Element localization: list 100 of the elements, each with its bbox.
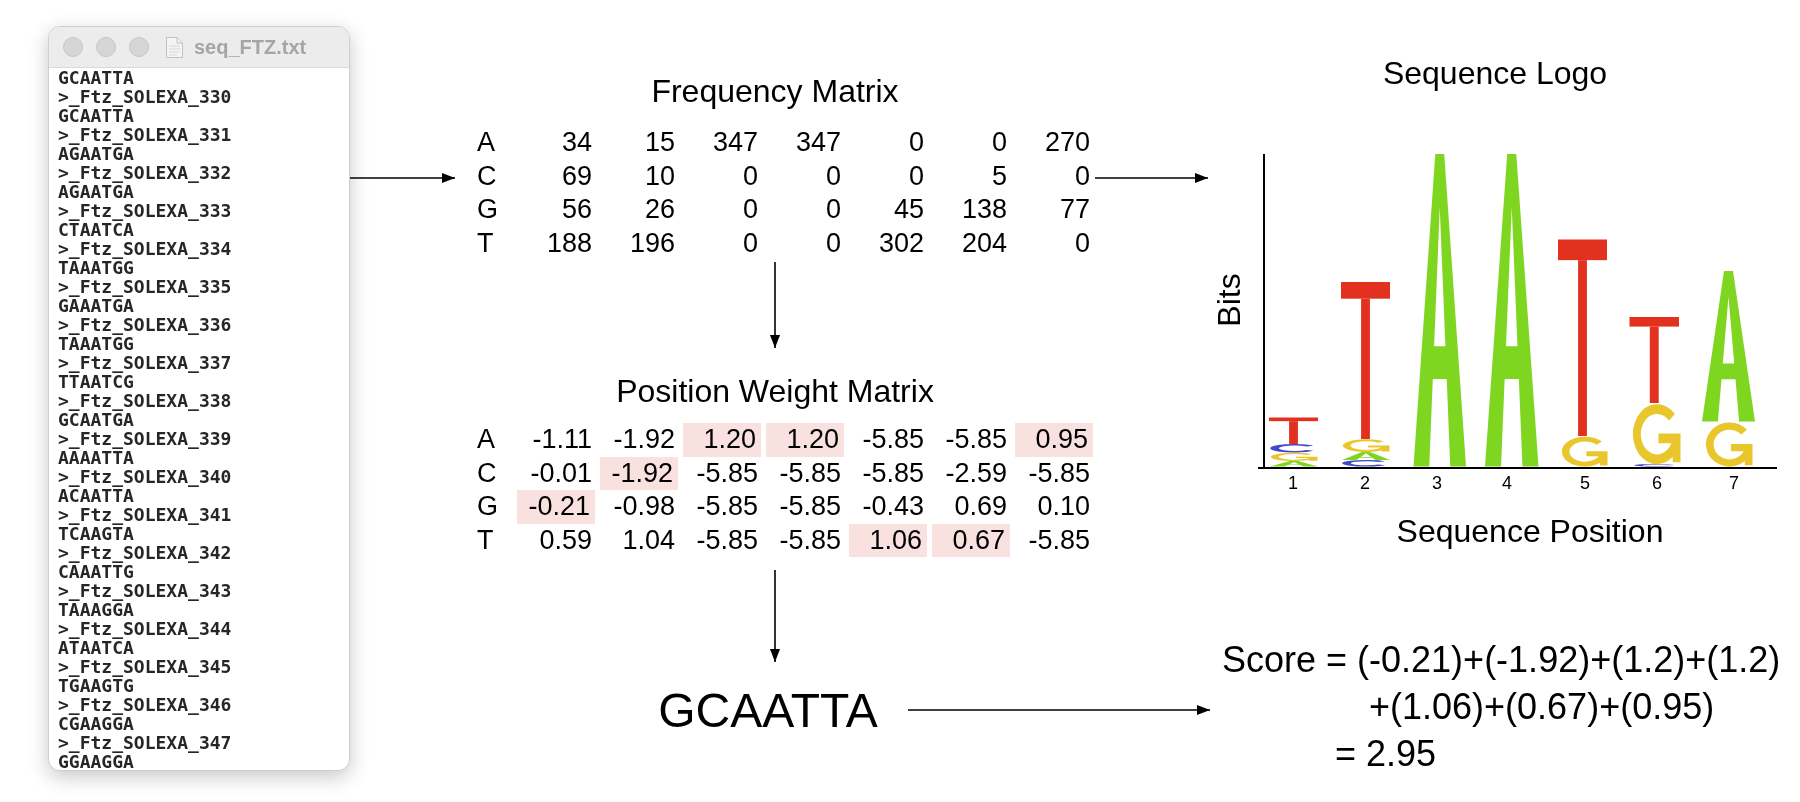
matrix-value: -0.98 (613, 490, 676, 523)
matrix-value: 0.10 (1037, 490, 1091, 523)
file-text-line: GAAATGA (58, 296, 134, 315)
matrix-title: Frequency Matrix (651, 72, 899, 110)
axis-tick-label: 7 (1729, 472, 1739, 494)
base-label: T (477, 523, 494, 557)
matrix-value: -2.59 (945, 456, 1008, 490)
matrix-value: 0.69 (954, 490, 1008, 523)
matrix-value: 15 (644, 126, 676, 159)
file-text-line: GCAATGA (58, 410, 134, 429)
matrix-value: 0 (825, 193, 842, 226)
base-label: C (477, 159, 497, 193)
file-text-line: >_Ftz_SOLEXA_338 (58, 391, 232, 410)
file-text-line: CGAAGGA (58, 714, 134, 733)
file-text-line: >_Ftz_SOLEXA_347 (58, 733, 232, 752)
file-text-line: CTAATCA (58, 220, 134, 239)
base-label: T (477, 226, 494, 260)
file-text-line: TAAATGG (58, 258, 134, 277)
matrix-value: 77 (1059, 193, 1091, 226)
matrix-value: -0.01 (530, 456, 593, 490)
arrow (1094, 173, 1209, 183)
file-text-line: >_Ftz_SOLEXA_336 (58, 315, 232, 334)
matrix-value: 0 (742, 159, 759, 193)
text-file-window (48, 26, 350, 771)
file-text-line: >_Ftz_SOLEXA_334 (58, 239, 232, 258)
matrix-value: -5.85 (696, 490, 759, 523)
base-label: A (477, 126, 495, 159)
arrow (770, 261, 780, 349)
file-text-line: GCAATTA (58, 68, 134, 87)
matrix-value: 0 (991, 126, 1008, 159)
file-text-line: ATAATCA (58, 638, 134, 657)
file-text-line: >_Ftz_SOLEXA_331 (58, 125, 232, 144)
matrix-value: -1.92 (613, 423, 676, 456)
axis-tick-label: 3 (1432, 472, 1442, 494)
file-text-line: >_Ftz_SOLEXA_341 (58, 505, 232, 524)
arrow (907, 705, 1211, 715)
matrix-value: 0 (1074, 159, 1091, 193)
axis-tick-label: 4 (1502, 472, 1512, 494)
matrix-value: 347 (795, 126, 842, 159)
matrix-value: -5.85 (696, 523, 759, 557)
axis-tick-label: 6 (1652, 472, 1662, 494)
matrix-value: 1.04 (622, 523, 676, 557)
matrix-value: -1.11 (532, 423, 593, 456)
file-text-line: AGAATGA (58, 182, 134, 201)
matrix-value: 270 (1044, 126, 1091, 159)
matrix-value: 69 (561, 159, 593, 193)
matrix-title: Position Weight Matrix (616, 372, 934, 410)
matrix-value: 0 (908, 159, 925, 193)
highlighted-cell: -0.21 (517, 490, 595, 524)
matrix-value: -5.85 (779, 490, 842, 523)
matrix-value: -5.85 (779, 456, 842, 490)
matrix-value: 302 (878, 226, 925, 260)
base-label: G (477, 193, 498, 226)
matrix-value: 0 (825, 159, 842, 193)
matrix-value: 34 (561, 126, 593, 159)
highlighted-cell: 0.95 (1015, 423, 1093, 457)
sequence-text: GCAATTA (658, 682, 878, 738)
matrix-value: -0.43 (862, 490, 925, 523)
base-label: G (477, 490, 498, 523)
matrix-value: -5.85 (1028, 523, 1091, 557)
matrix-value: 347 (712, 126, 759, 159)
file-text-line: >_Ftz_SOLEXA_345 (58, 657, 232, 676)
matrix-value: 0 (908, 126, 925, 159)
base-label: C (477, 456, 497, 490)
file-text-line: >_Ftz_SOLEXA_335 (58, 277, 232, 296)
matrix-value: 188 (546, 226, 593, 260)
matrix-value: -5.85 (862, 423, 925, 456)
axis-title: Sequence Position (1396, 512, 1664, 550)
file-text-line: AGAATGA (58, 144, 134, 163)
window-title: seq_FTZ.txt (194, 35, 307, 59)
equation-line: = 2.95 (1335, 732, 1437, 776)
arrow (349, 173, 456, 183)
matrix-value: 10 (644, 159, 676, 193)
matrix-value: 138 (961, 193, 1008, 226)
chart-title: Sequence Logo (1382, 54, 1608, 92)
file-text-line: >_Ftz_SOLEXA_337 (58, 353, 232, 372)
highlighted-cell: 1.20 (683, 423, 761, 457)
matrix-value: 0 (742, 226, 759, 260)
highlighted-cell: 1.20 (766, 423, 844, 457)
matrix-value: -5.85 (862, 456, 925, 490)
highlighted-cell: -1.92 (600, 456, 678, 490)
matrix-value: 56 (561, 193, 593, 226)
file-text-line: TCAAGTA (58, 524, 134, 543)
arrow (770, 569, 780, 663)
matrix-value: 0 (742, 193, 759, 226)
matrix-value: -5.85 (779, 523, 842, 557)
file-text-line: CAAATTG (58, 562, 134, 581)
file-text-line: GGAAGGA (58, 752, 134, 770)
file-text-line: TAAAGGA (58, 600, 134, 619)
file-text-line: >_Ftz_SOLEXA_333 (58, 201, 232, 220)
matrix-value: 196 (629, 226, 676, 260)
axis-tick-label: 5 (1580, 472, 1590, 494)
axis-tick-label: 1 (1288, 472, 1298, 494)
matrix-value: 0.59 (539, 523, 593, 557)
equation-line: +(1.06)+(0.67)+(0.95) (1369, 685, 1715, 729)
file-text-line: >_Ftz_SOLEXA_330 (58, 87, 232, 106)
file-text-line: >_Ftz_SOLEXA_344 (58, 619, 232, 638)
file-text-line: >_Ftz_SOLEXA_343 (58, 581, 232, 600)
file-text-line: AAAATTA (58, 448, 134, 467)
base-label: A (477, 423, 495, 456)
